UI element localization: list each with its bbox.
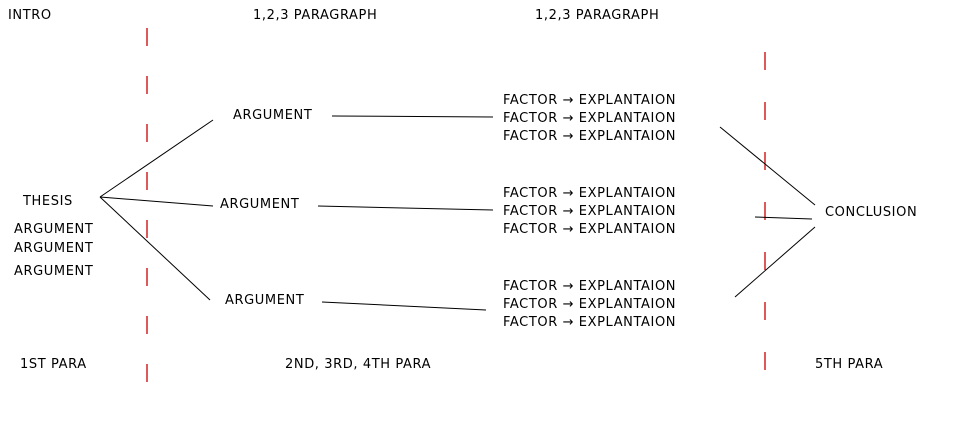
footer-last-para: 5TH PARA — [815, 357, 884, 372]
connector-thesis-argument-3 — [99, 196, 211, 301]
factor-explanation-3-1: FACTOR → EXPLANTAION — [503, 279, 677, 294]
factor-explanation-1-3: FACTOR → EXPLANTAION — [503, 129, 677, 144]
body-argument-2: ARGUMENT — [220, 197, 300, 212]
conclusion-label: CONCLUSION — [825, 205, 918, 220]
factor-explanation-3-2: FACTOR → EXPLANTAION — [503, 297, 677, 312]
connector-factors-1-conclusion — [719, 126, 816, 206]
factor-explanation-2-3: FACTOR → EXPLANTAION — [503, 222, 677, 237]
footer-first-para: 1ST PARA — [20, 357, 87, 372]
factor-explanation-2-1: FACTOR → EXPLANTAION — [503, 186, 677, 201]
connector-argument-2-factors — [317, 205, 494, 211]
connector-argument-3-factors — [321, 301, 487, 311]
factor-explanation-1-2: FACTOR → EXPLANTAION — [503, 111, 677, 126]
header-intro: INTRO — [8, 8, 52, 23]
intro-argument-2: ARGUMENT — [14, 241, 94, 256]
connector-factors-2-conclusion — [754, 216, 813, 220]
footer-middle-paras: 2ND, 3RD, 4TH PARA — [285, 357, 432, 372]
header-paragraph-a: 1,2,3 PARAGRAPH — [253, 8, 378, 23]
intro-argument-1: ARGUMENT — [14, 222, 94, 237]
intro-argument-3: ARGUMENT — [14, 264, 94, 279]
header-paragraph-b: 1,2,3 PARAGRAPH — [535, 8, 660, 23]
connector-thesis-argument-2 — [99, 196, 214, 207]
thesis-label: THESIS — [23, 194, 73, 209]
factor-explanation-3-3: FACTOR → EXPLANTAION — [503, 315, 677, 330]
body-argument-1: ARGUMENT — [233, 108, 313, 123]
factor-explanation-1-1: FACTOR → EXPLANTAION — [503, 93, 677, 108]
connector-factors-3-conclusion — [734, 226, 816, 298]
connector-thesis-argument-1 — [99, 119, 214, 198]
body-argument-3: ARGUMENT — [225, 293, 305, 308]
factor-explanation-2-2: FACTOR → EXPLANTAION — [503, 204, 677, 219]
connector-argument-1-factors — [331, 115, 494, 118]
